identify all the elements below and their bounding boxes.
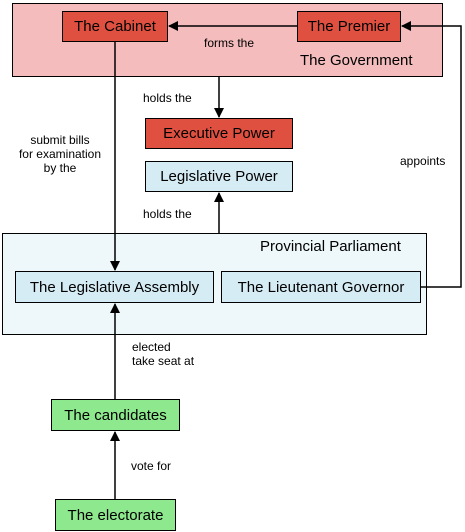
provincial-parliament-title: Provincial Parliament (260, 238, 401, 255)
elected-line-2: take seat at (132, 354, 195, 368)
government-region-title: The Government (300, 52, 413, 69)
candidates-node: The candidates (51, 399, 180, 431)
holds-the-legislative-label: holds the (143, 207, 192, 221)
cabinet-node: The Cabinet (62, 11, 168, 42)
vote-for-label: vote for (131, 459, 172, 473)
submit-bills-line-2: for examination (18, 147, 102, 161)
submit-bills-line-1: submit bills (30, 133, 90, 147)
electorate-node: The electorate (55, 499, 176, 531)
elected-line-1: elected (132, 340, 171, 354)
premier-node: The Premier (297, 11, 401, 42)
submit-bills-line-3: by the (43, 161, 77, 175)
legislative-assembly-node: The Legislative Assembly (15, 271, 214, 303)
holds-the-executive-label: holds the (143, 91, 192, 105)
executive-power-node: Executive Power (145, 118, 293, 149)
legislative-power-node: Legislative Power (145, 161, 293, 192)
forms-the-label: forms the (204, 36, 255, 50)
submit-bills-label: submit bills for examination by the (10, 133, 110, 175)
lieutenant-governor-node: The Lieutenant Governor (221, 271, 421, 303)
appoints-label: appoints (400, 154, 446, 168)
elected-label: elected take seat at (132, 340, 194, 368)
